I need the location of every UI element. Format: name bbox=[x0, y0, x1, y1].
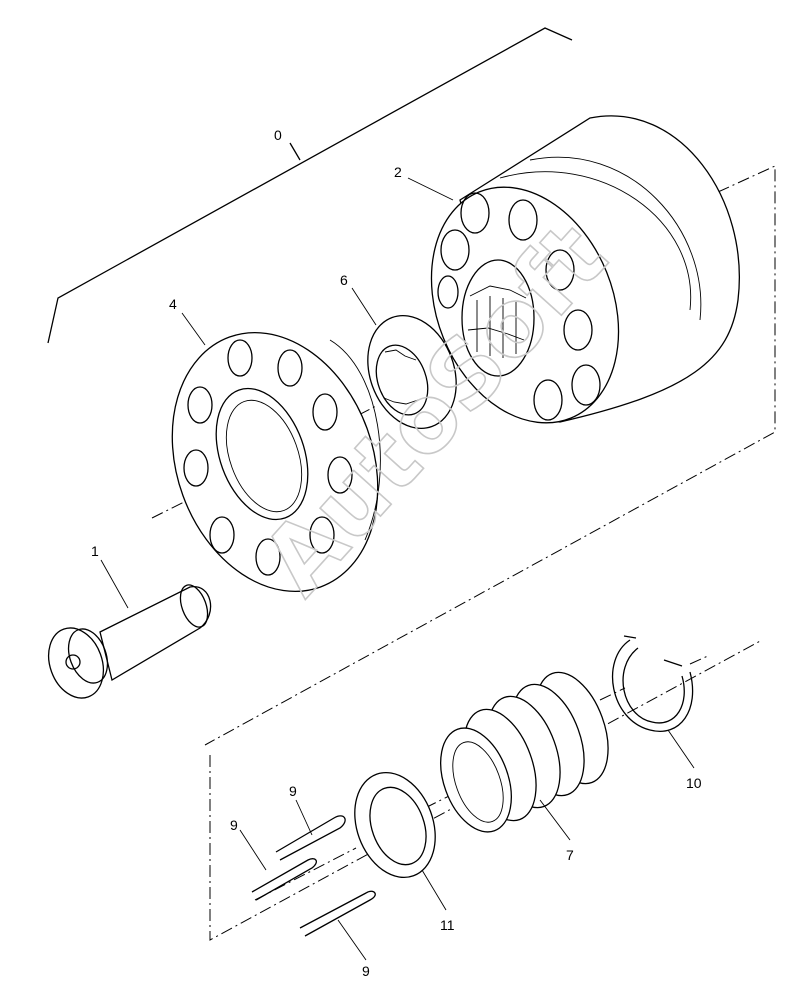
retaining-ring bbox=[611, 635, 694, 732]
piston bbox=[47, 584, 212, 699]
spherical-bushing bbox=[367, 314, 457, 430]
callouts: 0 2 4 6 1 9 9 11 9 10 7 bbox=[91, 127, 702, 979]
callout-2: 2 bbox=[394, 164, 402, 180]
callout-4: 4 bbox=[169, 296, 177, 312]
callout-1: 1 bbox=[91, 543, 99, 559]
cylinder-block bbox=[430, 115, 740, 424]
pins bbox=[251, 815, 376, 937]
cylinder-bore-holes bbox=[437, 192, 601, 421]
leader-lines bbox=[100, 177, 695, 961]
callout-0: 0 bbox=[274, 127, 282, 143]
callout-6: 6 bbox=[340, 272, 348, 288]
callout-7: 7 bbox=[566, 847, 574, 863]
assembly-bracket bbox=[47, 27, 573, 344]
washer bbox=[354, 771, 436, 879]
callout-9-top: 9 bbox=[289, 783, 297, 799]
callout-9-left: 9 bbox=[230, 817, 238, 833]
valve-plate bbox=[171, 331, 381, 593]
valve-plate-ports bbox=[183, 339, 353, 576]
callout-11: 11 bbox=[440, 917, 455, 933]
spring bbox=[440, 671, 609, 833]
callout-10: 10 bbox=[686, 775, 702, 791]
callout-9-bottom: 9 bbox=[362, 963, 370, 979]
